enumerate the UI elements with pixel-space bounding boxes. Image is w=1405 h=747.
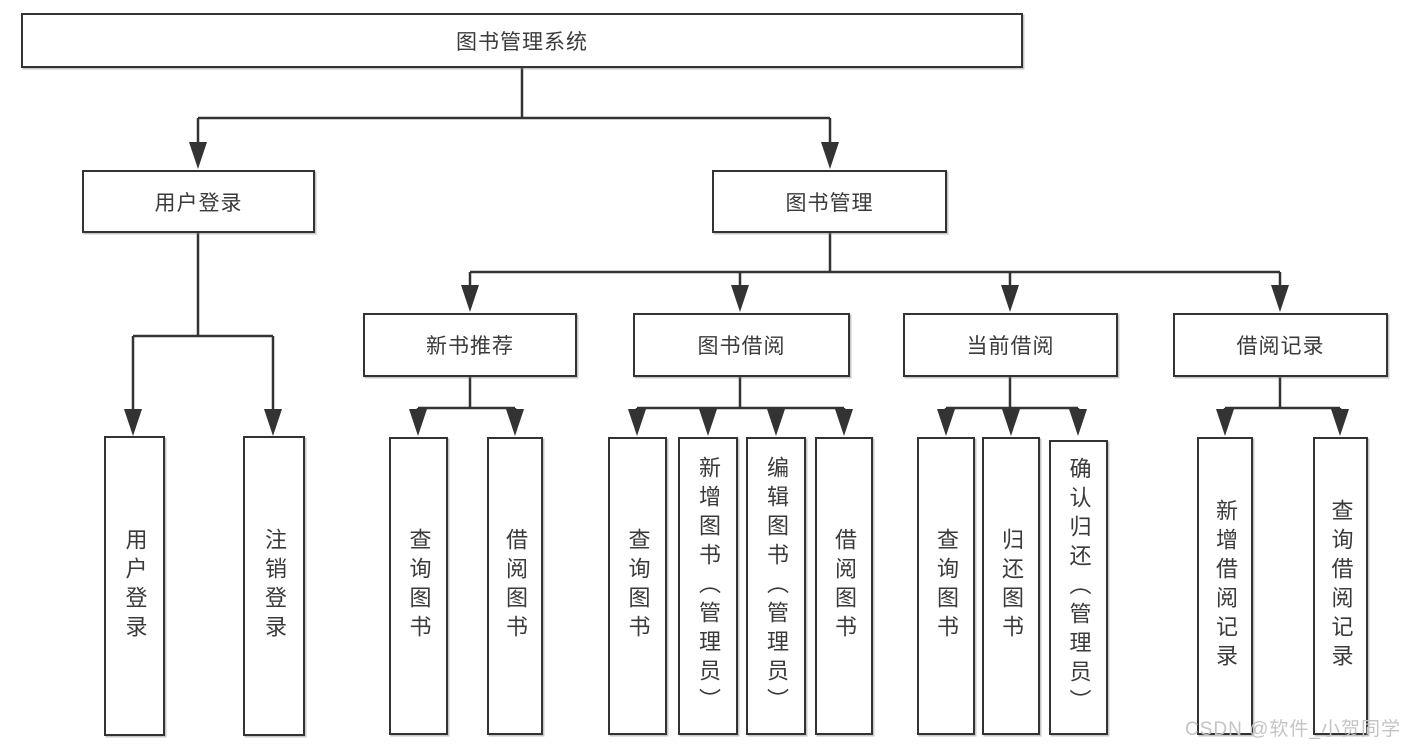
arrow-down-icon — [937, 409, 955, 436]
node-label: 用户登录 — [122, 528, 148, 644]
node-label: 借阅图书 — [503, 528, 528, 644]
csdn-watermark: CSDN @软件_小贺同学 — [1185, 719, 1401, 740]
leaf-edit-books-admin: 编辑图书（管理员） — [746, 437, 806, 735]
leaf-query-books-recommend: 查询图书 — [389, 437, 448, 735]
node-label: 查询图书 — [934, 528, 959, 644]
node-user-login-branch: 用户登录 — [82, 170, 315, 233]
connector-book-borrow — [635, 377, 846, 412]
leaf-add-books-admin: 新增图书（管理员） — [678, 437, 738, 735]
arrow-down-icon — [628, 409, 646, 436]
connector-user-login-branch — [131, 233, 275, 412]
arrow-down-icon — [1331, 409, 1349, 436]
connector-book-mgmt-branch — [468, 233, 1282, 288]
leaf-borrow-books-recommend: 借阅图书 — [487, 437, 543, 735]
connector-root — [196, 68, 832, 144]
node-label: 借阅记录 — [1236, 335, 1325, 358]
node-label: 借阅图书 — [832, 528, 857, 644]
node-label: 图书借阅 — [697, 335, 786, 358]
leaf-query-borrow-record: 查询借阅记录 — [1313, 437, 1368, 735]
arrow-down-icon — [506, 409, 524, 436]
node-current-borrowing: 当前借阅 — [903, 313, 1118, 377]
node-borrowing-records: 借阅记录 — [1173, 313, 1388, 377]
connector-current-borrow — [944, 377, 1080, 412]
node-label: 编辑图书（管理员） — [764, 455, 789, 717]
node-label: 查询图书 — [406, 528, 432, 644]
arrow-down-icon — [1002, 409, 1020, 436]
arrow-down-icon — [264, 409, 282, 436]
arrow-down-icon — [1069, 409, 1087, 436]
leaf-query-books-borrowing: 查询图书 — [608, 437, 667, 735]
node-root-system: 图书管理系统 — [21, 13, 1023, 68]
arrow-down-icon — [189, 142, 207, 169]
node-label: 归还图书 — [999, 528, 1024, 644]
arrow-down-icon — [1216, 409, 1234, 436]
leaf-query-books-current: 查询图书 — [917, 437, 975, 735]
arrow-down-icon — [699, 409, 717, 436]
node-label: 查询图书 — [625, 528, 651, 644]
arrow-down-icon — [461, 285, 479, 312]
arrow-down-icon — [1271, 285, 1289, 312]
leaf-return-books: 归还图书 — [982, 437, 1040, 735]
arrow-down-icon — [767, 409, 785, 436]
arrow-down-icon — [821, 142, 839, 169]
leaf-borrow-books: 借阅图书 — [815, 437, 873, 735]
connector-borrow-record — [1223, 377, 1342, 412]
node-label: 用户登录 — [154, 191, 243, 215]
leaf-add-borrow-record: 新增借阅记录 — [1197, 437, 1253, 735]
node-book-borrowing: 图书借阅 — [633, 313, 850, 377]
arrow-down-icon — [124, 409, 142, 436]
node-label: 查询借阅记录 — [1328, 499, 1354, 673]
arrow-down-icon — [409, 409, 427, 436]
node-label: 新书推荐 — [426, 335, 514, 358]
node-label: 图书管理 — [785, 191, 874, 215]
node-label: 新增图书（管理员） — [696, 455, 721, 717]
node-book-mgmt-branch: 图书管理 — [712, 170, 947, 233]
connector-new-book-rec — [416, 377, 517, 412]
node-label: 确认归还（管理员） — [1066, 457, 1092, 718]
arrow-down-icon — [1001, 285, 1019, 312]
arrow-down-icon — [835, 409, 853, 436]
leaf-logout-login: 注销登录 — [243, 436, 305, 736]
node-label: 新增借阅记录 — [1213, 499, 1238, 673]
leaf-confirm-return-admin: 确认归还（管理员） — [1049, 440, 1108, 735]
leaf-user-login: 用户登录 — [104, 436, 165, 736]
node-label: 图书管理系统 — [456, 30, 588, 54]
node-label: 注销登录 — [262, 528, 287, 644]
arrow-down-icon — [731, 285, 749, 312]
node-label: 当前借阅 — [966, 335, 1055, 358]
node-new-book-recommend: 新书推荐 — [363, 313, 577, 377]
